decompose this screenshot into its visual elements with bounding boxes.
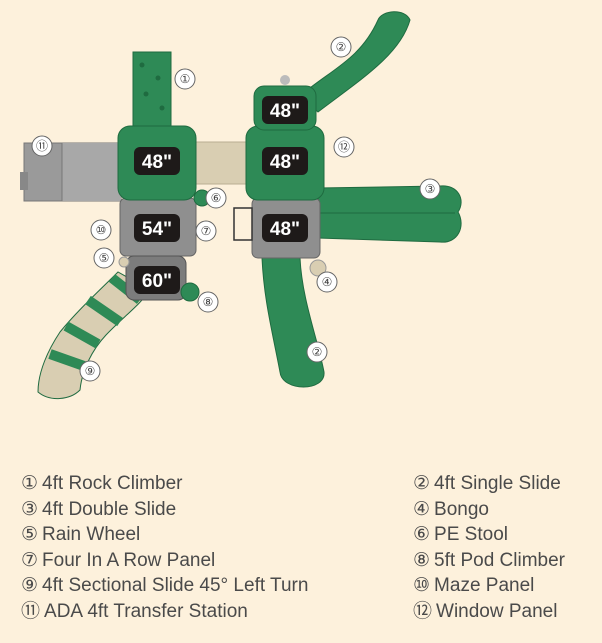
callout-5: ⑤ [99,251,110,265]
callout-12: ⑫ [338,140,350,154]
callout-7: ⑦ [201,224,212,238]
rain-wheel [118,256,130,268]
rock-climber [132,51,172,133]
svg-text:48": 48" [270,152,300,173]
callout-10: ⑩ [96,223,107,237]
svg-text:48": 48" [142,152,172,173]
svg-text:54": 54" [142,219,172,240]
height-label: 48" [134,147,180,175]
height-label: 48" [262,147,308,175]
double-slide [317,185,462,243]
svg-text:48": 48" [270,101,300,122]
callout-6: ⑥ [211,191,222,205]
callout-2-bottom: ② [312,345,323,359]
svg-text:60": 60" [142,271,172,292]
height-label: 48" [262,96,308,124]
callout-1: ① [180,72,191,86]
height-label: 48" [262,214,308,242]
callout-4: ④ [322,275,333,289]
callout-8: ⑧ [203,295,214,309]
callout-3: ③ [425,182,436,196]
bridge [189,141,251,185]
bongo [309,259,327,277]
transfer-station [20,142,122,202]
single-slide-bottom [261,257,325,388]
sectional-slide [37,271,151,399]
svg-text:48": 48" [270,219,300,240]
maze-panel-frame [233,207,253,241]
callout-11: ⑪ [36,139,48,153]
callout-9: ⑨ [85,364,96,378]
callout-2: ② [336,40,347,54]
single-slide-top [299,11,411,113]
playground-plan-diagram: 48" 48" 48" 54" 48" 60" ① ② ③ [20,11,462,399]
height-label: 60" [134,266,180,294]
pod-climber [180,282,200,302]
height-label: 54" [134,214,180,242]
